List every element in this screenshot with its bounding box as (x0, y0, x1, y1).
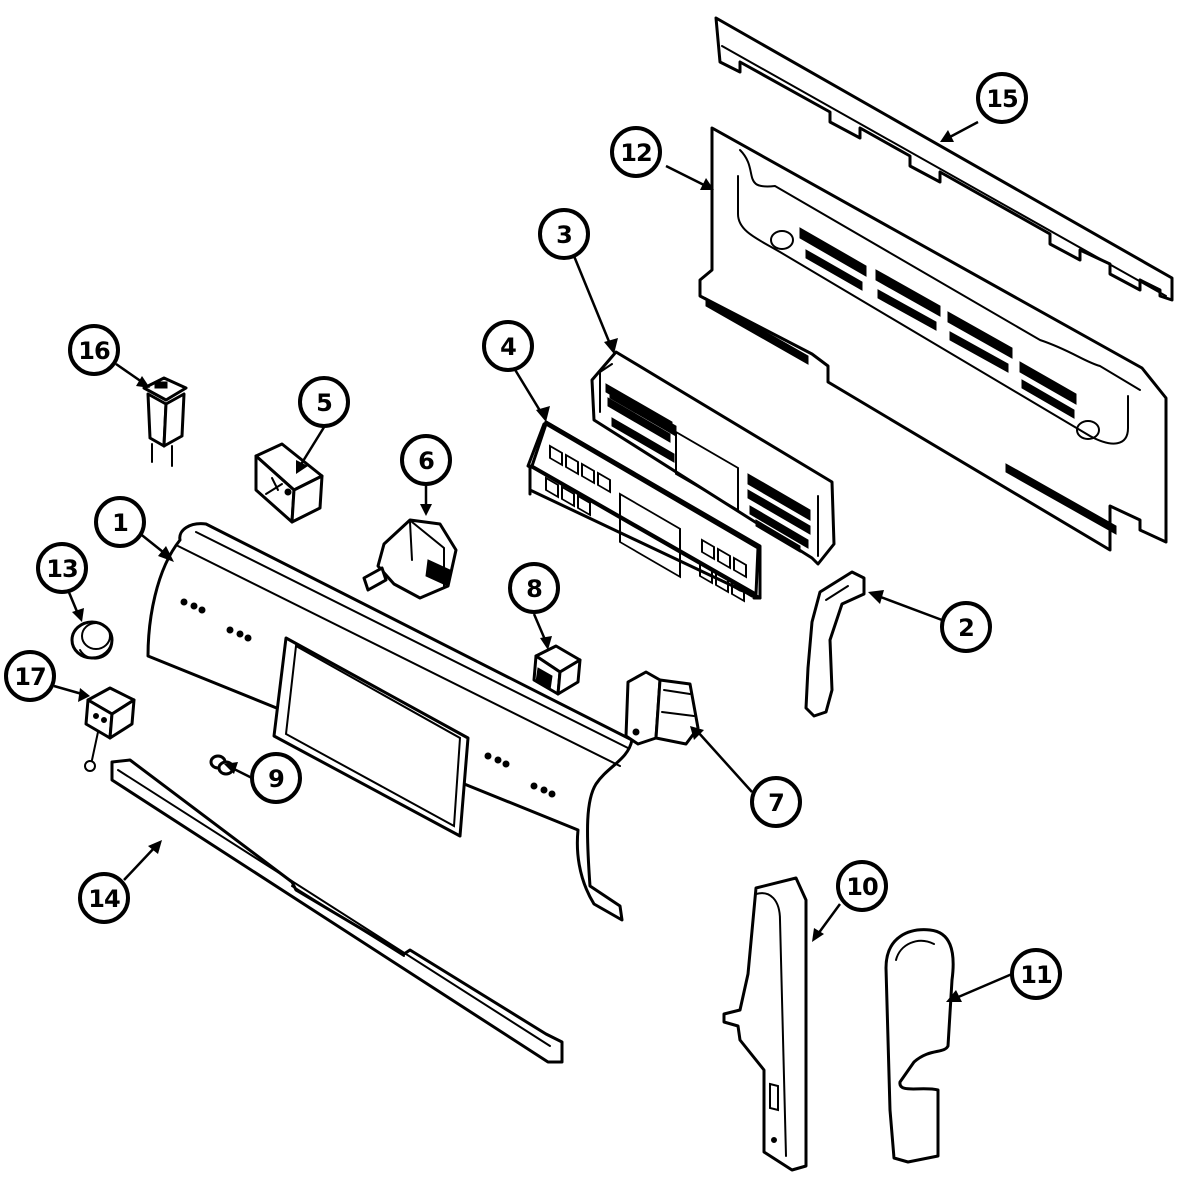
part-1-control-panel (146, 522, 634, 922)
part-17-receptacle (84, 686, 136, 772)
callout-17-label: 17 (14, 663, 45, 691)
part-7-switch-block (624, 670, 700, 746)
callout-13-label: 13 (46, 555, 77, 583)
callout-16: 16 (68, 324, 120, 376)
callout-15: 15 (976, 72, 1028, 124)
part-12-rear-panel (698, 126, 1168, 552)
callout-6-label: 6 (418, 447, 434, 475)
part-3-control-board (590, 350, 836, 566)
callout-5-label: 5 (316, 389, 332, 417)
callout-15-label: 15 (986, 85, 1018, 113)
callout-2-label: 2 (958, 614, 974, 642)
part-4-overlay-face (528, 420, 762, 603)
callout-10-label: 10 (846, 873, 878, 901)
part-15-top-trim (714, 16, 1174, 302)
callout-11-label: 11 (1020, 961, 1052, 989)
callout-16-label: 16 (78, 337, 110, 365)
part-2-bracket (804, 570, 866, 718)
callout-17: 17 (4, 650, 56, 702)
panel-knob-holes (180, 598, 556, 798)
callout-4-label: 4 (500, 333, 516, 361)
part-16-indicator-light (142, 376, 188, 467)
callout-8-label: 8 (526, 575, 542, 603)
callout-12-label: 12 (620, 139, 651, 167)
callout-13: 13 (36, 542, 88, 594)
callout-4: 4 (482, 320, 534, 372)
callout-5: 5 (298, 376, 350, 428)
part-6-infinite-switch (362, 518, 458, 600)
callout-1-label: 1 (112, 509, 128, 537)
callout-10: 10 (836, 860, 888, 912)
callout-1: 1 (94, 496, 146, 548)
callout-12: 12 (610, 126, 662, 178)
callout-9: 9 (250, 752, 302, 804)
part-10-side-panel (722, 876, 808, 1172)
part-5-switch (254, 442, 324, 524)
callout-7: 7 (750, 776, 802, 828)
part-13-knob (70, 620, 114, 660)
callout-11: 11 (1010, 948, 1062, 1000)
callout-2: 2 (940, 601, 992, 653)
callout-8: 8 (508, 562, 560, 614)
callout-14-label: 14 (88, 885, 120, 913)
callout-9-label: 9 (268, 765, 284, 793)
leader-lines (53, 120, 1013, 1002)
callout-7-label: 7 (768, 789, 784, 817)
callout-6: 6 (400, 434, 452, 486)
part-11-end-cap (884, 928, 955, 1164)
callout-14: 14 (78, 872, 130, 924)
callout-3: 3 (538, 208, 590, 260)
part-8-relay (532, 644, 582, 696)
callout-3-label: 3 (556, 221, 572, 249)
part-14-bottom-trim (110, 758, 564, 1064)
